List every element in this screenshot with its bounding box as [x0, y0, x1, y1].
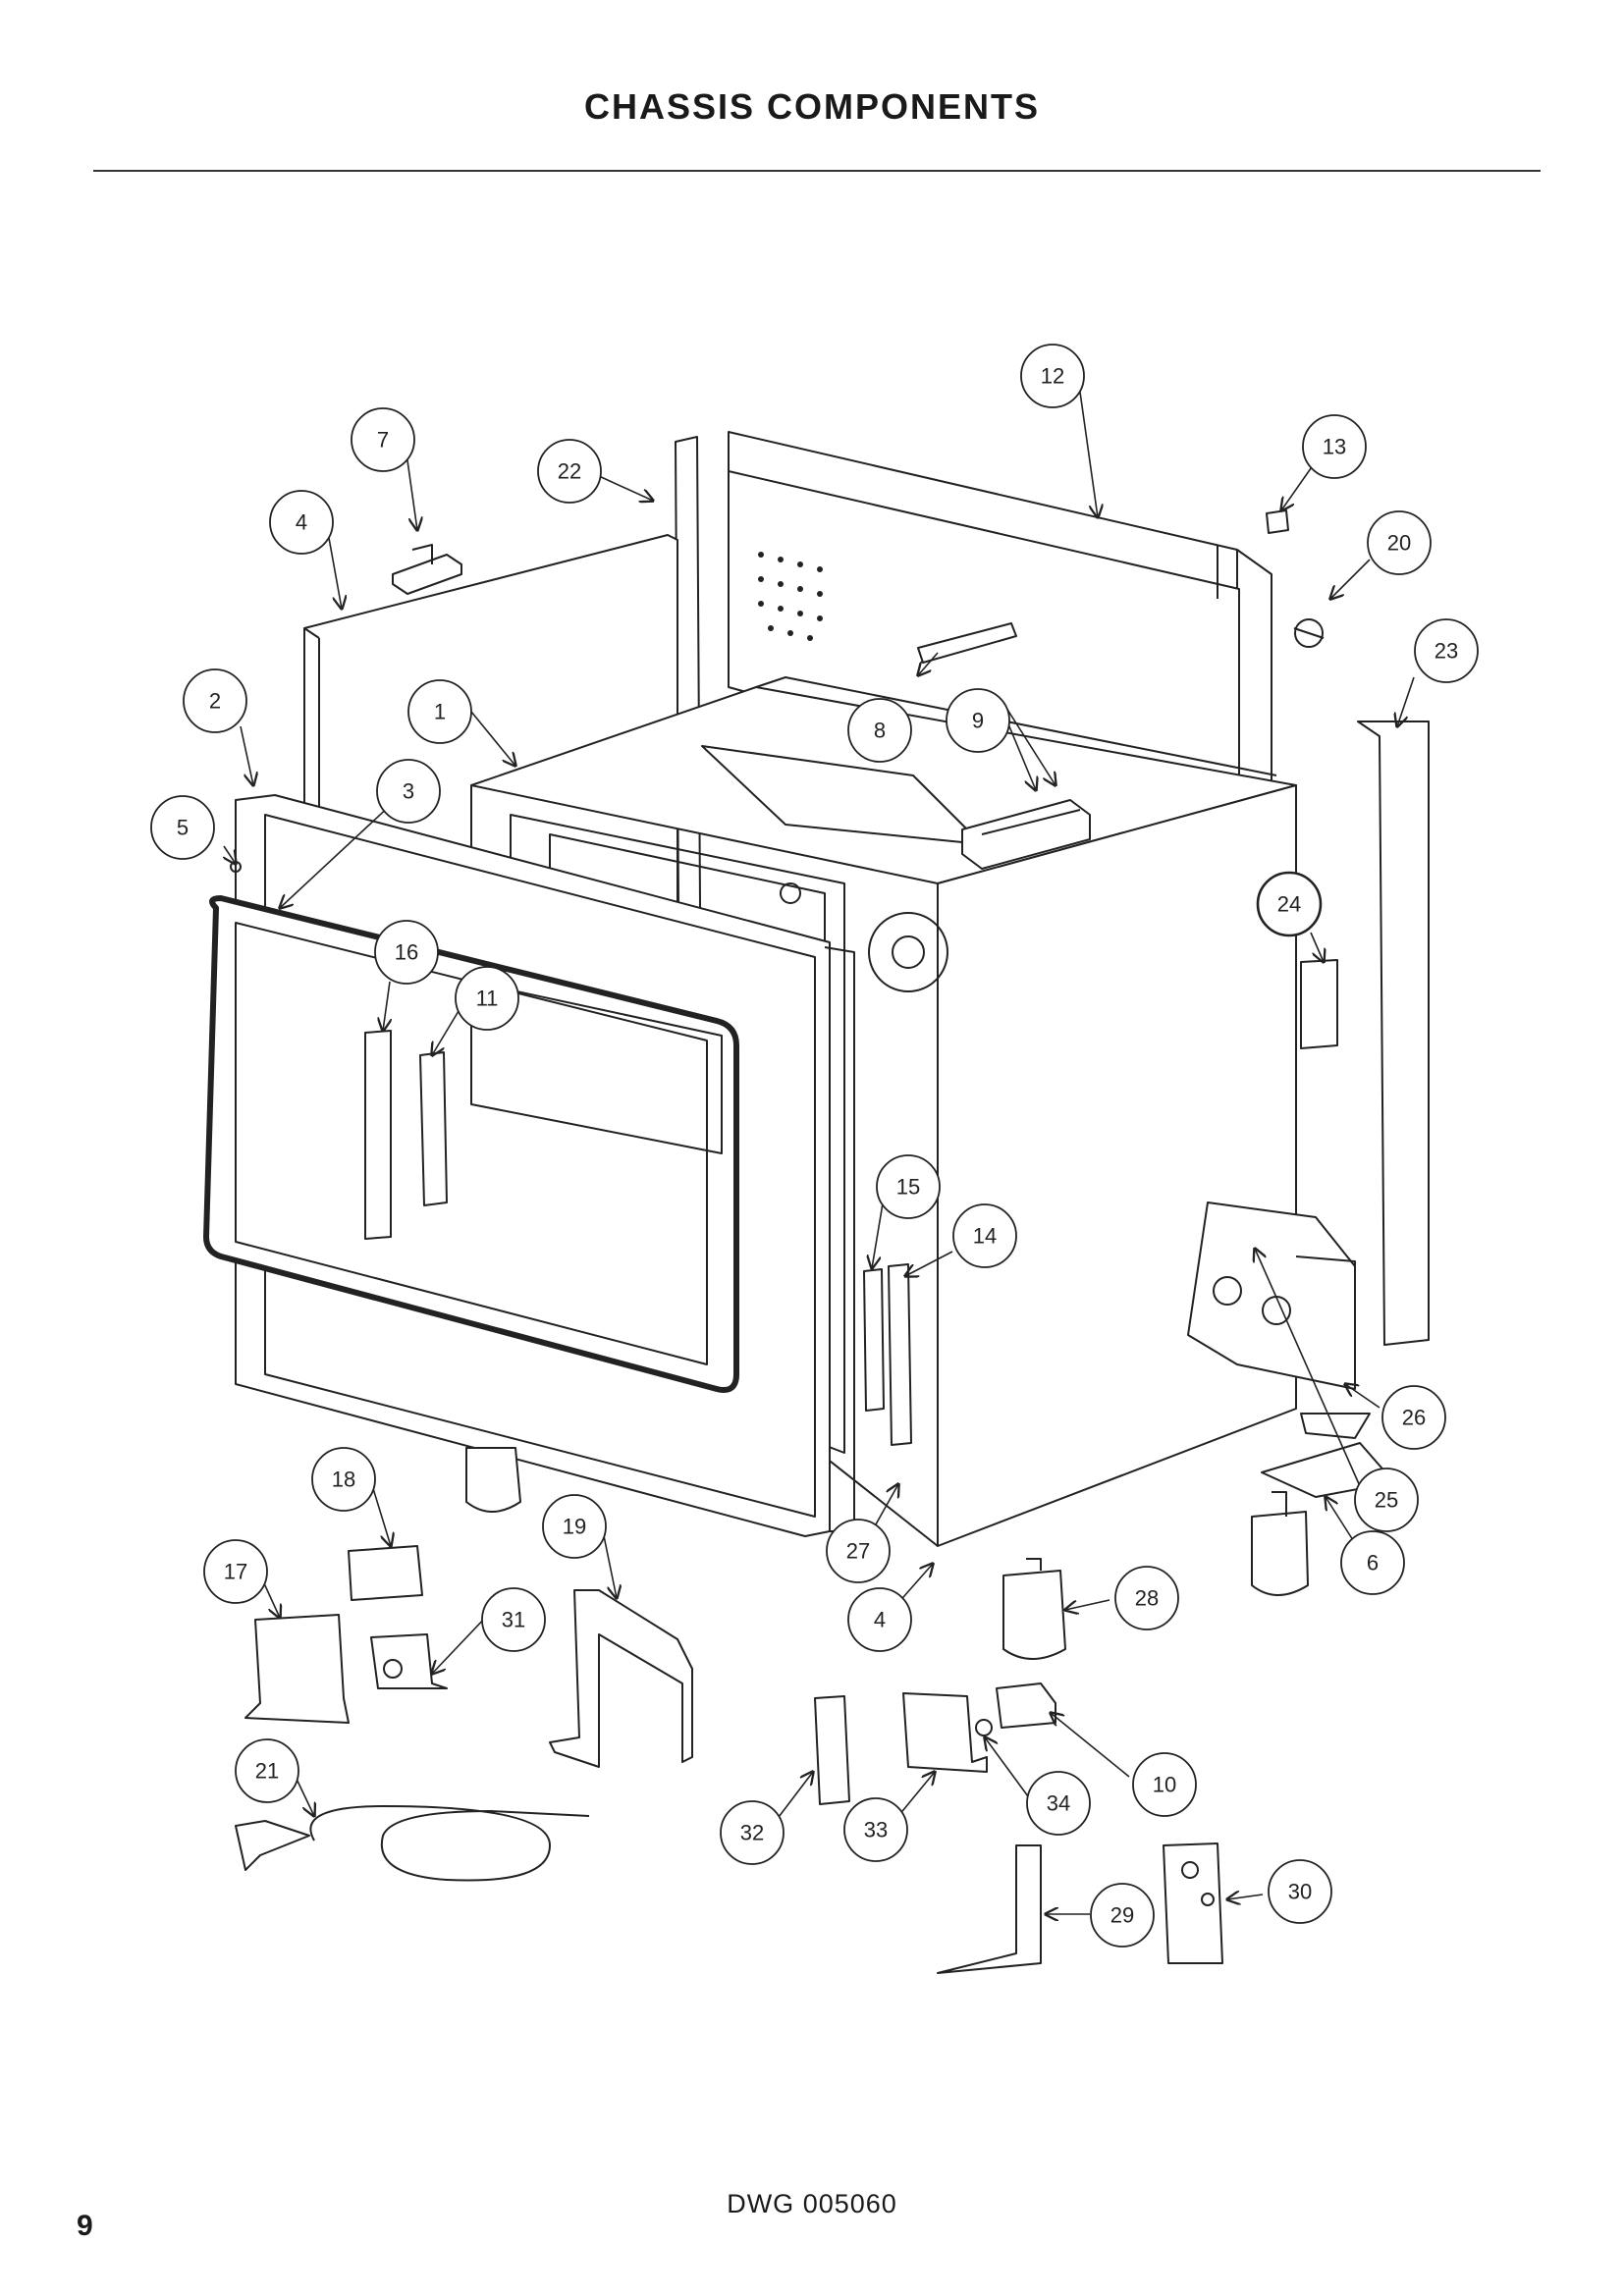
top-bracket	[917, 622, 1017, 664]
callout-21: 21	[255, 1759, 279, 1784]
callout-14: 14	[973, 1224, 997, 1249]
hinge-right	[419, 1051, 448, 1206]
bracket-17	[244, 1614, 350, 1724]
callout-30: 30	[1288, 1880, 1312, 1904]
callout-33: 33	[864, 1818, 888, 1842]
callout-8: 8	[874, 719, 886, 743]
power-cord	[309, 1805, 590, 1882]
callout-24: 24	[1277, 892, 1301, 917]
part-13	[1266, 509, 1289, 534]
page-number: 9	[77, 2210, 93, 2242]
callout-10: 10	[1153, 1773, 1176, 1797]
callout-13: 13	[1323, 435, 1346, 459]
callout-16: 16	[395, 940, 418, 965]
title-divider	[93, 170, 1541, 172]
callout-6: 6	[1367, 1551, 1379, 1575]
callout-19: 19	[563, 1515, 586, 1539]
terminal-block	[961, 799, 1091, 870]
part-10	[996, 1682, 1056, 1729]
callout-4-bottom: 4	[874, 1608, 886, 1632]
callout-9: 9	[972, 709, 984, 733]
callout-4-top: 4	[296, 510, 307, 535]
hinge-left	[364, 1030, 392, 1240]
callout-27: 27	[846, 1539, 870, 1564]
bracket-30	[1163, 1842, 1223, 1964]
callout-3: 3	[403, 779, 414, 804]
door-seal	[203, 895, 739, 1393]
relay-board	[348, 1545, 423, 1601]
callout-18: 18	[332, 1468, 355, 1492]
part-32	[814, 1695, 850, 1805]
callout-20: 20	[1387, 531, 1411, 556]
hinge-14	[888, 1263, 912, 1446]
callout-26: 26	[1402, 1406, 1426, 1430]
drawing-number: DWG 005060	[727, 2189, 897, 2218]
callout-34: 34	[1047, 1791, 1070, 1816]
bracket-19	[549, 1589, 693, 1768]
part-34	[975, 1719, 993, 1736]
callout-23: 23	[1435, 639, 1458, 664]
foot-left	[465, 1447, 521, 1513]
callout-15: 15	[896, 1175, 920, 1200]
callout-17: 17	[224, 1560, 247, 1584]
part-33	[902, 1692, 988, 1773]
hinge-15	[863, 1268, 885, 1412]
callout-32: 32	[740, 1821, 764, 1845]
right-rail	[1357, 721, 1430, 1346]
callout-2: 2	[209, 689, 221, 714]
vent-holes	[758, 552, 823, 641]
callout-22: 22	[558, 459, 581, 484]
callout-11: 11	[476, 987, 499, 1011]
page-title: CHASSIS COMPONENTS	[583, 86, 1041, 127]
foot-28	[1002, 1570, 1066, 1660]
callout-25: 25	[1375, 1488, 1398, 1513]
callout-7: 7	[377, 428, 389, 453]
callout-29: 29	[1110, 1903, 1134, 1928]
callout-28: 28	[1135, 1586, 1159, 1611]
bracket-31	[370, 1633, 448, 1689]
callout-31: 31	[502, 1608, 525, 1632]
bracket-24	[1300, 959, 1338, 1049]
bracket-29	[937, 1844, 1042, 1974]
callout-1: 1	[434, 700, 446, 724]
part-7	[392, 554, 462, 595]
callout-12: 12	[1041, 364, 1064, 389]
foot-right	[1251, 1511, 1309, 1596]
callout-5: 5	[177, 816, 189, 840]
